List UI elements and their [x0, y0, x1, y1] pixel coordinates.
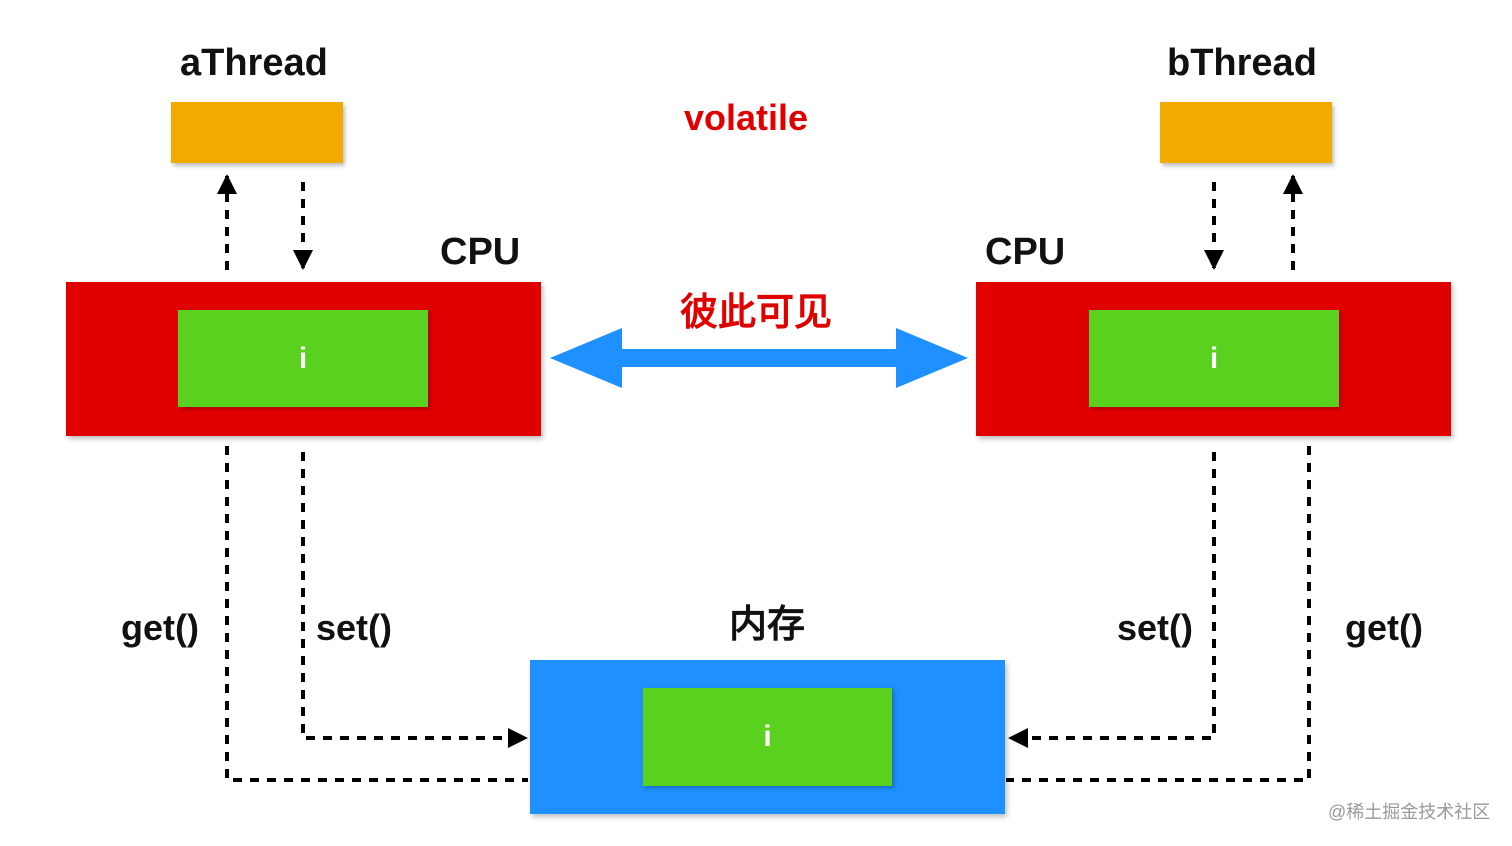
- right-get-path: [1006, 446, 1311, 782]
- cpu-left-variable: i: [178, 310, 428, 407]
- cpu-left-label: CPU: [440, 231, 521, 273]
- cpu-right-variable: i: [1089, 310, 1339, 407]
- left-set-label: set(): [316, 607, 393, 648]
- cpu-left-box: i: [66, 282, 541, 436]
- left-get-path: [225, 446, 528, 782]
- volatile-keyword: volatile: [684, 97, 809, 138]
- visibility-double-arrow: [550, 328, 968, 388]
- left-set-path: [301, 452, 528, 748]
- visibility-label: 彼此可见: [680, 292, 833, 334]
- watermark: @稀土掘金技术社区: [1328, 802, 1491, 822]
- right-set-label: set(): [1117, 607, 1194, 648]
- bthread-label: bThread: [1167, 42, 1317, 84]
- right-get-label: get(): [1345, 607, 1423, 648]
- athread-box: [171, 102, 343, 163]
- memory-label: 内存: [729, 604, 806, 646]
- cpu-right-label: CPU: [985, 231, 1066, 273]
- athread-label: aThread: [180, 42, 328, 84]
- memory-variable: i: [643, 688, 892, 786]
- memory-box: i: [530, 660, 1005, 814]
- right-set-path: [1008, 452, 1216, 748]
- bthread-box: [1160, 102, 1332, 163]
- left-get-label: get(): [121, 607, 199, 648]
- cpu-right-box: i: [976, 282, 1451, 436]
